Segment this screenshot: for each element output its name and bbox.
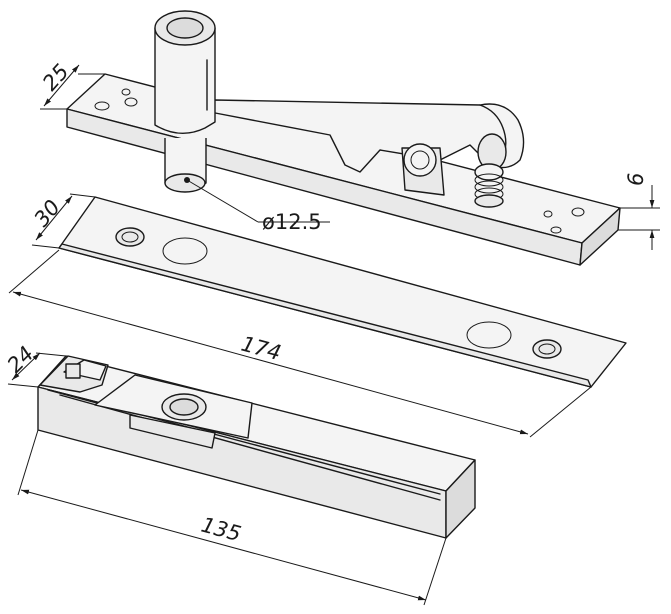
dim-diameter-12-5: ø12.5 bbox=[262, 210, 322, 234]
bottom-housing bbox=[37, 355, 476, 539]
dim-6: 6 bbox=[624, 173, 648, 186]
roller-block bbox=[401, 143, 445, 196]
dim-30: 30 bbox=[29, 195, 65, 231]
pivot-cylinder bbox=[154, 10, 216, 134]
lever-arm bbox=[209, 99, 525, 173]
dim-25: 25 bbox=[38, 59, 74, 95]
spring bbox=[474, 163, 504, 208]
dim-174: 174 bbox=[239, 332, 284, 366]
pivot-pin bbox=[164, 138, 259, 223]
dimension-lines bbox=[7, 64, 660, 606]
dim-135: 135 bbox=[199, 513, 244, 547]
dim-24: 24 bbox=[3, 342, 39, 378]
